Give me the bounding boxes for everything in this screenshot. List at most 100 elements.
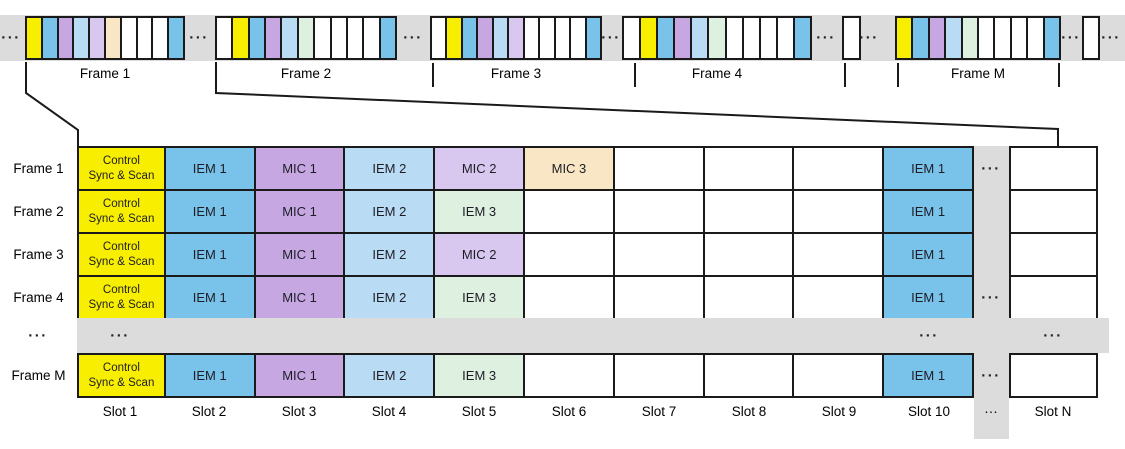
- slot-cell-text: IEM 1: [192, 204, 227, 219]
- omitted-frames-row: [77, 318, 1109, 353]
- frame-label: Frame 1: [79, 66, 131, 81]
- slot-cell-iem1: IEM 1: [165, 234, 256, 275]
- slot-cell-mic1: MIC 1: [255, 234, 346, 275]
- slot-cell-text: IEM 1: [911, 204, 946, 219]
- slot-cell-text: IEM 3: [462, 290, 497, 305]
- slot-label: Slot 3: [281, 404, 317, 419]
- slot-cell-text: MIC 1: [282, 161, 317, 176]
- slot-cell-iem1: [792, 16, 813, 60]
- slot-cell-text-line1: Control: [102, 198, 140, 211]
- frame-separator-tick: [1058, 63, 1060, 87]
- slot-cell-iem1: [378, 16, 397, 60]
- expansion-line-right: [215, 62, 1059, 147]
- slot-cell-empty: [704, 148, 795, 189]
- slot-cell-iem1: IEM 1: [884, 148, 973, 189]
- slot-cell-iem1: [584, 16, 602, 60]
- slot-label: Slot 5: [461, 404, 497, 419]
- slot-cell-empty: [525, 277, 615, 318]
- ellipsis: ···: [981, 289, 1001, 306]
- ellipsis: ···: [981, 160, 1001, 177]
- slot-cell-empty: [614, 277, 705, 318]
- slot-cell-iem1: IEM 1: [884, 277, 973, 318]
- slot-cell-text: IEM 1: [192, 290, 227, 305]
- slot-cell-text: IEM 1: [192, 161, 227, 176]
- slot-cell-mic1: MIC 1: [255, 355, 346, 396]
- frame-separator-tick: [432, 63, 434, 87]
- slot-cell-iem1: IEM 1: [884, 191, 973, 232]
- slot-n-cell: [1009, 146, 1098, 191]
- slot-label: Slot 10: [907, 404, 951, 419]
- slot-cell-iem3: IEM 3: [435, 355, 526, 396]
- slot-cell-text-line2: Sync & Scan: [88, 255, 155, 268]
- slot-cell-iem1: IEM 1: [165, 277, 256, 318]
- slot-cell-empty: [794, 191, 885, 232]
- ellipsis: ···: [601, 29, 621, 47]
- slot-cell-iem1: IEM 1: [884, 234, 973, 275]
- slot-cell-iem2: IEM 2: [345, 277, 436, 318]
- slot-cell-text-line1: Control: [102, 155, 140, 168]
- slot-cell-text: MIC 1: [282, 290, 317, 305]
- slot-cell-empty: [704, 355, 795, 396]
- slot-cell-text: IEM 2: [372, 247, 407, 262]
- frame-row-label-ellipsis: ···: [28, 327, 48, 344]
- ellipsis: ···: [919, 327, 939, 344]
- frame-separator-tick: [844, 63, 846, 87]
- frame-label: Frame 4: [691, 66, 743, 81]
- slot-cell-empty: [794, 234, 885, 275]
- slot-n-cell: [1009, 189, 1098, 234]
- slot-cell-iem2: IEM 2: [345, 355, 436, 396]
- slot-label: Slot 4: [371, 404, 407, 419]
- slot-cell-empty: [614, 234, 705, 275]
- slot-cell-iem1: IEM 1: [165, 148, 256, 189]
- slot-cell-text-line1: Control: [102, 284, 140, 297]
- slot-cell-iem1: IEM 1: [165, 191, 256, 232]
- frame-block: [430, 16, 602, 60]
- frame-block: [842, 16, 861, 60]
- slot-cell-text-line2: Sync & Scan: [88, 169, 155, 182]
- slot-cell-iem1: IEM 1: [884, 355, 973, 396]
- frame-row-label: Frame 3: [13, 247, 64, 262]
- slot-cell-text-line2: Sync & Scan: [88, 376, 155, 389]
- ellipsis: ···: [110, 327, 130, 344]
- slot-cell-text-line1: Control: [102, 362, 140, 375]
- slot-cell-mic1: MIC 1: [255, 277, 346, 318]
- slot-cell-iem1: [167, 16, 185, 60]
- slot-label: Slot 7: [641, 404, 677, 419]
- frame-label: Frame 2: [280, 66, 332, 81]
- frame-separator-tick: [897, 63, 899, 87]
- frame-label: Frame 3: [490, 66, 542, 81]
- frame-row-label: Frame M: [11, 368, 66, 383]
- slot-cell-text-line2: Sync & Scan: [88, 298, 155, 311]
- slot-n-cell: [1009, 275, 1098, 320]
- slot-cell-iem3: IEM 3: [435, 191, 526, 232]
- slot-cell-text: MIC 1: [282, 247, 317, 262]
- ellipsis: ···: [403, 29, 423, 47]
- slot-label: Slot 1: [102, 404, 138, 419]
- frame-row-label: Frame 2: [13, 204, 64, 219]
- slot-cell-mic3: MIC 3: [525, 148, 615, 189]
- slot-cell-mic2: MIC 2: [435, 234, 526, 275]
- slot-cell-empty: [704, 191, 795, 232]
- ellipsis: ···: [1061, 29, 1081, 47]
- slot-cell-empty: [614, 355, 705, 396]
- slot-cell-mic2: MIC 2: [435, 148, 526, 189]
- frame-separator-tick: [634, 63, 636, 87]
- ellipsis: ···: [1, 29, 21, 47]
- slot-cell-text: MIC 3: [551, 161, 587, 176]
- slot-cell-text: MIC 1: [282, 368, 317, 383]
- slot-label: Slot 2: [191, 404, 227, 419]
- slot-cell-text: MIC 2: [461, 247, 497, 262]
- slot-cell-text-line2: Sync & Scan: [88, 212, 155, 225]
- slot-label: Slot N: [1034, 404, 1072, 419]
- ellipsis: ···: [1101, 29, 1121, 47]
- slot-cell-empty: [794, 277, 885, 318]
- slot-cell-text: MIC 2: [461, 161, 497, 176]
- slot-cell-empty: [1082, 16, 1100, 60]
